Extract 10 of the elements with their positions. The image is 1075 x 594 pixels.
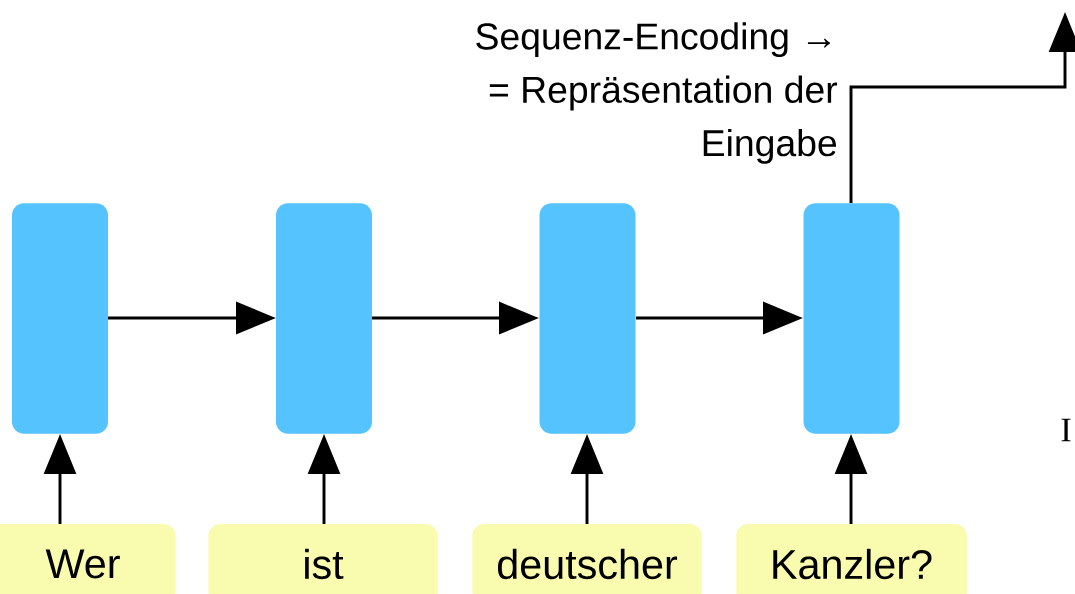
rnn-cell — [539, 203, 636, 434]
rnn-cell — [803, 203, 900, 434]
word-box: Wer — [0, 524, 176, 594]
word-box: ist — [208, 524, 438, 594]
word-box: Kanzler? — [736, 524, 967, 594]
rnn-cell — [276, 203, 372, 434]
word-box: deutscher — [472, 524, 702, 594]
rnn-cell — [12, 203, 108, 434]
cut-off-letter: I — [1061, 418, 1071, 442]
annotation-text: Sequenz-Encoding → = Repräsentation der Eingabe — [476, 22, 838, 164]
